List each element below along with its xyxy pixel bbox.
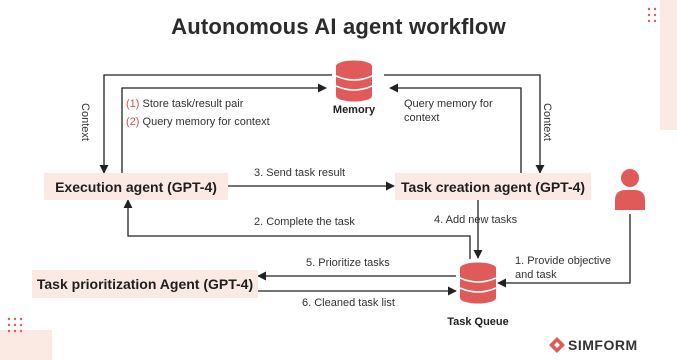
query-memory-line1: Query memory for [404,98,493,110]
dot-grid-icon [6,316,32,343]
task-creation-agent-node: Task creation agent (GPT-4) [395,173,591,200]
diagram-title: Autonomous AI agent workflow [171,14,506,39]
task-prioritization-agent-node: Task prioritization Agent (GPT-4) [32,270,258,298]
arrow-provide-objective [497,214,631,288]
memory-label: Memory [332,104,376,116]
arrow-execution-to-memory [121,83,327,173]
query-memory-line2: context [404,112,440,124]
prioritize-label: 5. Prioritize tasks [306,257,390,269]
corner-block-bottom-left [0,330,52,360]
simform-logo-icon [548,336,566,359]
complete-task-label: 2. Complete the task [254,216,355,228]
query-context-label: (2) Query memory for context [126,115,270,129]
arrow-creation-to-memory [389,83,522,173]
database-icon [334,60,374,109]
send-result-label: 3. Send task result [254,167,346,179]
query-context-text: Query memory for context [142,116,270,128]
query-context-number: (2) [126,116,140,128]
provide-objective-label: 1. Provide objective and task [515,254,611,282]
cleaned-list-label: 6. Cleaned task list [302,297,395,309]
execution-agent-node: Execution agent (GPT-4) [44,173,228,200]
task-queue-label: Task Queue [447,316,509,328]
arrow-complete-task [123,199,471,259]
store-task-label: (1) Store task/result pair [126,97,243,111]
brand-name: SIMFORM [568,337,638,353]
provide-objective-line2: and task [515,269,557,281]
arrow-memory-to-creation [384,74,545,174]
store-task-text: Store task/result pair [142,98,244,110]
arrow-memory-to-execution [99,74,332,174]
provide-objective-line1: 1. Provide objective [515,255,611,267]
database-icon [458,262,498,311]
corner-block [660,0,677,130]
user-icon [614,168,646,215]
query-memory-label: Query memory for context [404,97,493,125]
context-left-label: Context [78,103,91,141]
store-task-number: (1) [126,98,140,110]
context-right-label: Context [540,103,553,141]
add-tasks-label: 4. Add new tasks [434,214,518,226]
